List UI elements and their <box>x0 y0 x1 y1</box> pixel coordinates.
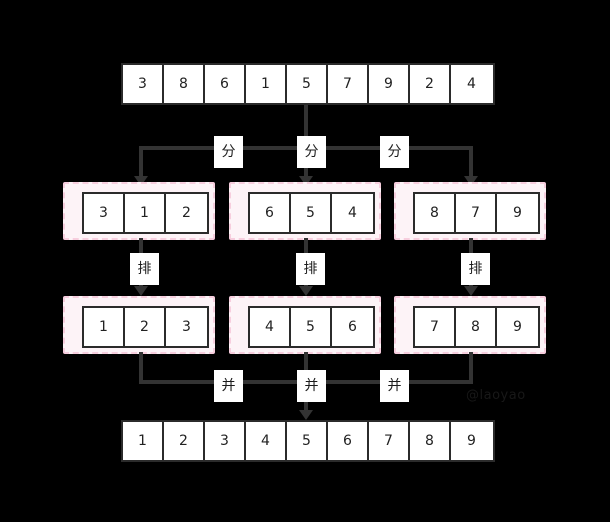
split-group-2: 6 5 4 <box>229 182 381 240</box>
sort-arrowhead-3 <box>464 286 478 296</box>
array-cell: 2 <box>410 65 451 103</box>
sort-label-3: 排 <box>461 253 490 285</box>
sort-arrowhead-1 <box>134 286 148 296</box>
array-cell: 3 <box>123 65 164 103</box>
sort-label-1: 排 <box>130 253 159 285</box>
array-cell: 5 <box>291 308 332 346</box>
array-cell: 2 <box>125 308 166 346</box>
divide-arrowhead-2 <box>299 176 313 186</box>
split-group-3: 8 7 9 <box>394 182 546 240</box>
merge-leg-line-2 <box>304 352 308 384</box>
array-cell: 9 <box>497 194 538 232</box>
divide-arrowhead-1 <box>134 176 148 186</box>
array-cell: 3 <box>205 422 246 460</box>
sorted-array-1: 1 2 3 <box>82 306 209 348</box>
merge-label-3: 并 <box>380 370 409 402</box>
divide-label-1: 分 <box>214 136 243 168</box>
array-cell: 3 <box>84 194 125 232</box>
array-cell: 7 <box>328 65 369 103</box>
array-cell: 4 <box>332 194 373 232</box>
merge-label-1: 并 <box>214 370 243 402</box>
array-cell: 1 <box>125 194 166 232</box>
split-array-2: 6 5 4 <box>248 192 375 234</box>
watermark-text: @laoyao <box>466 388 526 403</box>
divide-label-3: 分 <box>380 136 409 168</box>
array-cell: 3 <box>166 308 207 346</box>
sort-arrowhead-2 <box>299 286 313 296</box>
array-cell: 8 <box>456 308 497 346</box>
sorted-group-1: 1 2 3 <box>63 296 215 354</box>
divide-stem-line <box>304 105 308 148</box>
sorted-group-2: 4 5 6 <box>229 296 381 354</box>
divide-leg-line-3 <box>469 146 473 178</box>
split-group-1: 3 1 2 <box>63 182 215 240</box>
array-cell: 6 <box>328 422 369 460</box>
merge-arrowhead <box>299 410 313 420</box>
top-array: 3 8 6 1 5 7 9 2 4 <box>121 63 495 105</box>
split-array-3: 8 7 9 <box>413 192 540 234</box>
array-cell: 6 <box>332 308 373 346</box>
array-cell: 7 <box>415 308 456 346</box>
array-cell: 7 <box>456 194 497 232</box>
array-cell: 8 <box>415 194 456 232</box>
array-cell: 8 <box>410 422 451 460</box>
array-cell: 1 <box>123 422 164 460</box>
array-cell: 9 <box>369 65 410 103</box>
array-cell: 5 <box>291 194 332 232</box>
array-cell: 1 <box>246 65 287 103</box>
merge-leg-line-1 <box>139 352 143 384</box>
bottom-array: 1 2 3 4 5 6 7 8 9 <box>121 420 495 462</box>
array-cell: 4 <box>246 422 287 460</box>
split-array-1: 3 1 2 <box>82 192 209 234</box>
merge-leg-line-3 <box>469 352 473 384</box>
merge-label-2: 并 <box>297 370 326 402</box>
divide-leg-line-1 <box>139 146 143 178</box>
sorted-array-2: 4 5 6 <box>248 306 375 348</box>
divide-label-2: 分 <box>297 136 326 168</box>
array-cell: 1 <box>84 308 125 346</box>
array-cell: 9 <box>451 422 492 460</box>
array-cell: 8 <box>164 65 205 103</box>
sorted-array-3: 7 8 9 <box>413 306 540 348</box>
sorted-group-3: 7 8 9 <box>394 296 546 354</box>
sort-label-2: 排 <box>296 253 325 285</box>
array-cell: 2 <box>166 194 207 232</box>
array-cell: 7 <box>369 422 410 460</box>
array-cell: 5 <box>287 422 328 460</box>
array-cell: 2 <box>164 422 205 460</box>
array-cell: 9 <box>497 308 538 346</box>
array-cell: 5 <box>287 65 328 103</box>
array-cell: 6 <box>205 65 246 103</box>
divide-arrowhead-3 <box>464 176 478 186</box>
array-cell: 4 <box>250 308 291 346</box>
array-cell: 4 <box>451 65 492 103</box>
array-cell: 6 <box>250 194 291 232</box>
